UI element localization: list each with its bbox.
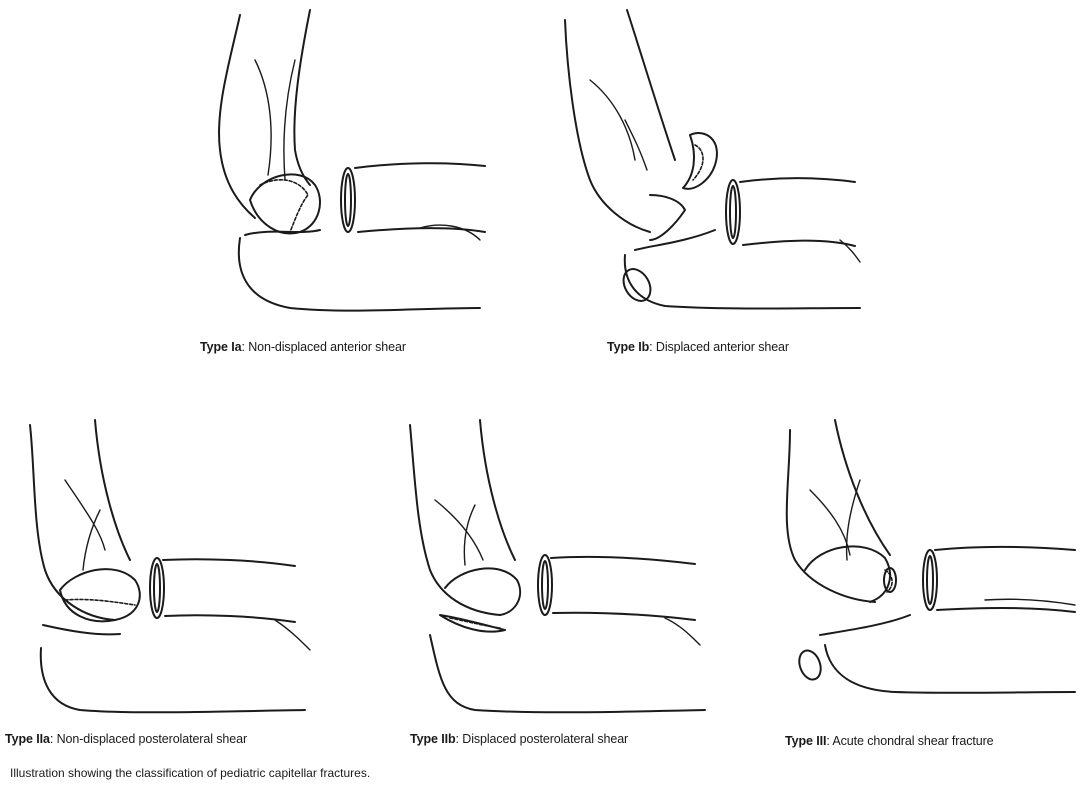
type-description: : Non-displaced posterolateral shear	[50, 732, 247, 746]
type-description: : Non-displaced anterior shear	[241, 340, 405, 354]
figure-caption: Illustration showing the classification …	[10, 766, 370, 780]
type-description: : Displaced anterior shear	[649, 340, 789, 354]
elbow-illustration-type-ia	[200, 0, 500, 320]
panel-type-iia: Type IIa: Non-displaced posterolateral s…	[5, 420, 335, 760]
panel-caption: Type Ib: Displaced anterior shear	[607, 340, 789, 354]
panel-type-ib: Type Ib: Displaced anterior shear	[555, 0, 875, 320]
panel-caption: Type IIb: Displaced posterolateral shear	[410, 732, 628, 746]
type-description: : Acute chondral shear fracture	[826, 734, 993, 748]
type-description: : Displaced posterolateral shear	[456, 732, 629, 746]
elbow-illustration-type-iii	[775, 420, 1091, 720]
type-label: Type IIa	[5, 732, 50, 746]
type-label: Type Ib	[607, 340, 649, 354]
type-label: Type Ia	[200, 340, 241, 354]
panel-type-ia: Type Ia: Non-displaced anterior shear	[200, 0, 500, 320]
elbow-illustration-type-iia	[5, 420, 335, 720]
elbow-illustration-type-iib	[405, 420, 725, 720]
panel-type-iii: Type III: Acute chondral shear fracture	[775, 420, 1091, 760]
panel-caption: Type III: Acute chondral shear fracture	[785, 734, 993, 748]
type-label: Type IIb	[410, 732, 456, 746]
type-label: Type III	[785, 734, 826, 748]
elbow-illustration-type-ib	[555, 0, 875, 320]
panel-caption: Type IIa: Non-displaced posterolateral s…	[5, 732, 247, 746]
panel-caption: Type Ia: Non-displaced anterior shear	[200, 340, 406, 354]
panel-type-iib: Type IIb: Displaced posterolateral shear	[405, 420, 725, 760]
